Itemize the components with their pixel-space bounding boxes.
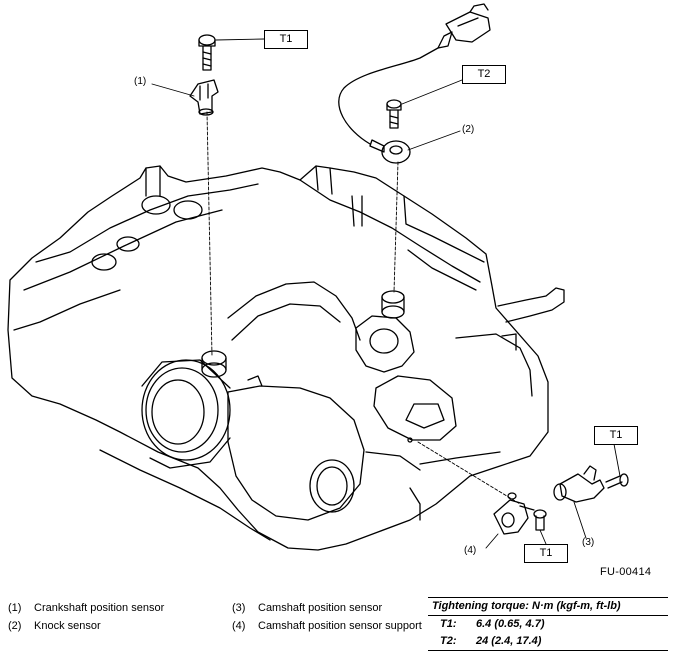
torque-top-rule [428, 597, 668, 598]
alignment-lines [206, 111, 521, 505]
bolt-t1-cam-right [605, 473, 629, 489]
knock-sensor-harness [338, 3, 491, 145]
legend-item: (3) Camshaft position sensor [232, 602, 382, 614]
torque-value: 6.4 (0.65, 4.7) [476, 618, 545, 630]
leader-lines [151, 38, 621, 549]
bolt-t1-cam-bottom [519, 505, 547, 531]
legend-item: (4) Camshaft position sensor support [232, 620, 422, 632]
torque-value: 24 (2.4, 17.4) [476, 635, 542, 647]
figure-id: FU-00414 [600, 566, 652, 578]
legend-label: Camshaft position sensor support [258, 620, 422, 632]
engine-exploded-diagram [7, 3, 629, 551]
legend-number: (2) [8, 620, 22, 632]
torque-callout-t1-right: T1 [594, 426, 638, 445]
bolt-t1-crank [198, 34, 216, 71]
legend-number: (4) [232, 620, 246, 632]
crankshaft-position-sensor [189, 79, 219, 116]
torque-callout-t2: T2 [462, 65, 506, 84]
knock-sensor [369, 139, 411, 164]
camshaft-sensor-support [493, 492, 529, 535]
bolt-t2-knock [386, 99, 402, 129]
component-callout-2: (2) [462, 124, 475, 135]
legend-label: Camshaft position sensor [258, 602, 383, 614]
legend-item: (2) Knock sensor [8, 620, 101, 632]
torque-bottom-rule [428, 650, 668, 651]
torque-title: Tightening torque: N·m (kgf-m, ft-lb) [432, 600, 621, 612]
component-callout-1: (1) [134, 76, 147, 87]
component-callout-4: (4) [464, 545, 477, 556]
legend-label: Knock sensor [34, 620, 101, 632]
component-callout-3: (3) [582, 537, 595, 548]
torque-key: T2: [440, 635, 457, 647]
legend-number: (3) [232, 602, 246, 614]
torque-callout-t1-bottom: T1 [524, 544, 568, 563]
engine-block [7, 165, 565, 551]
torque-key: T1: [440, 618, 457, 630]
tightening-torque-table: Tightening torque: N·m (kgf-m, ft-lb) T1… [428, 597, 668, 651]
legend-number: (1) [8, 602, 22, 614]
legend-label: Crankshaft position sensor [34, 602, 165, 614]
torque-row-t1: T1: 6.4 (0.65, 4.7) [428, 616, 668, 633]
torque-title-rule [428, 615, 668, 616]
legend-item: (1) Crankshaft position sensor [8, 602, 164, 614]
torque-callout-t1-top: T1 [264, 30, 308, 49]
torque-row-t2: T2: 24 (2.4, 17.4) [428, 633, 668, 650]
camshaft-position-sensor [553, 465, 605, 503]
